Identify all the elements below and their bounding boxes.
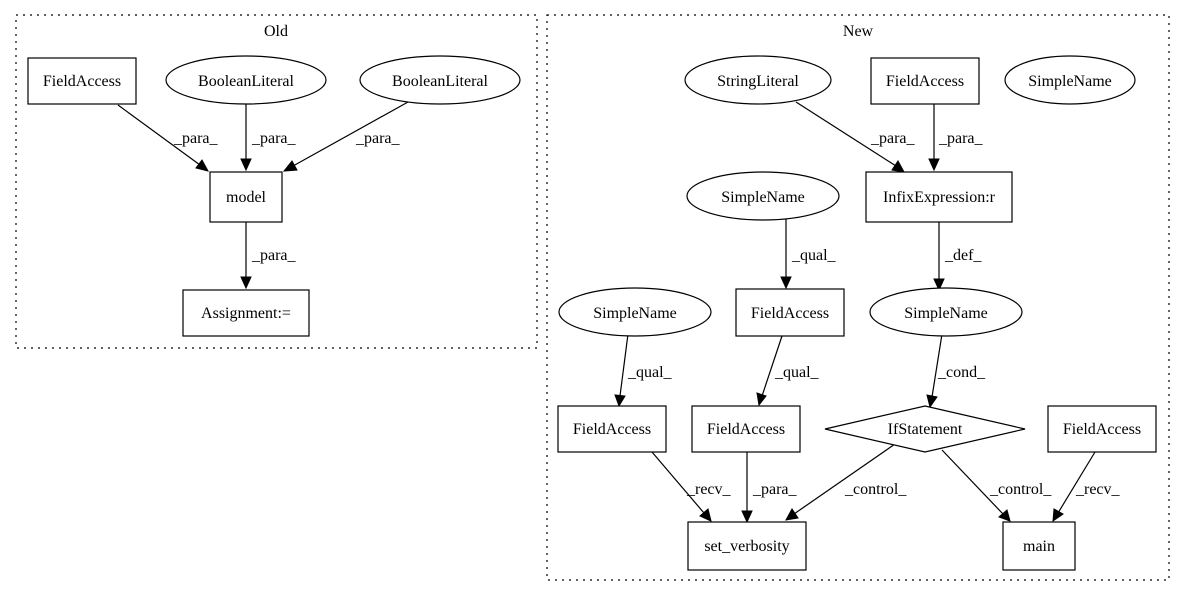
arrowhead — [785, 508, 799, 521]
arrowhead — [756, 392, 767, 407]
node-new-set-verbosity: set_verbosity — [687, 521, 807, 571]
edge-label: _para_ — [938, 130, 984, 147]
node-new-fieldaccess-center: FieldAccess — [691, 405, 801, 453]
node-label: Assignment:= — [201, 305, 291, 322]
node-label: StringLiteral — [717, 73, 799, 90]
arrowhead — [614, 394, 626, 408]
edge-new-simplename-left-to-fieldaccess-left: _qual_ — [614, 333, 673, 408]
node-old-fieldaccess: FieldAccess — [27, 57, 137, 105]
edge-label: _cond_ — [937, 364, 986, 381]
arrowhead — [780, 276, 792, 290]
edge-label: _def_ — [944, 247, 982, 264]
arrowhead — [240, 276, 252, 290]
arrowhead — [928, 158, 940, 172]
edge-label: _para_ — [870, 130, 916, 147]
arrowhead — [891, 160, 905, 173]
node-new-stringliteral: StringLiteral — [684, 55, 832, 105]
node-new-fieldaccess-mid: FieldAccess — [735, 288, 845, 337]
edge-new-stringliteral-to-infix: _para_ — [795, 101, 916, 173]
cluster-old-border — [15, 14, 538, 349]
edge-new-fieldaccess-to-infix: _para_ — [928, 104, 984, 172]
edge-new-ifstatement-to-main: _control_ — [941, 449, 1052, 522]
node-label: model — [226, 189, 267, 206]
edge-label: _para_ — [752, 481, 798, 498]
node-new-infixexpression: InfixExpression:r — [865, 171, 1013, 223]
edge-new-fieldaccess-right-to-main: _recv_ — [1052, 451, 1121, 523]
node-label: set_verbosity — [704, 538, 789, 555]
node-new-simplename-left: SimpleName — [558, 287, 712, 337]
edge-label: _recv_ — [1075, 481, 1121, 498]
node-new-fieldaccess-right: FieldAccess — [1047, 405, 1157, 453]
node-label: SimpleName — [721, 189, 805, 206]
arrowhead — [998, 509, 1011, 522]
edge-new-ifstatement-to-setverbosity: _control_ — [785, 443, 907, 521]
node-old-assignment: Assignment:= — [182, 289, 310, 337]
node-label: SimpleName — [1028, 73, 1112, 90]
cluster-new-label: New — [843, 23, 874, 40]
node-new-simplename-mid: SimpleName — [686, 171, 840, 221]
edge-label: _para_ — [251, 247, 297, 264]
node-new-main: main — [1002, 521, 1076, 571]
node-label: SimpleName — [593, 305, 677, 322]
node-new-ifstatement: IfStatement — [824, 405, 1026, 453]
cluster-old-label: Old — [264, 23, 288, 40]
node-old-booleanliteral-1: BooleanLiteral — [165, 55, 327, 105]
edge-old-booleanliteral-2-to-model: _para_ — [282, 101, 409, 172]
node-old-model: model — [209, 171, 283, 223]
arrowhead — [1052, 508, 1064, 523]
node-label: FieldAccess — [1063, 421, 1141, 438]
cluster-new: New — [546, 14, 1170, 581]
edge-new-infix-to-simplename: _def_ — [933, 222, 982, 292]
node-new-simplename-top: SimpleName — [1004, 55, 1136, 105]
edge-label: _control_ — [844, 481, 907, 498]
edge-old-fieldaccess-to-model: _para_ — [117, 104, 219, 172]
node-label: FieldAccess — [751, 305, 829, 322]
edge-label: _qual_ — [774, 364, 820, 381]
node-label: IfStatement — [888, 421, 963, 438]
node-label: main — [1023, 538, 1055, 555]
arrowhead — [926, 394, 938, 409]
node-label: FieldAccess — [886, 73, 964, 90]
arrowhead — [240, 158, 252, 172]
arrowhead — [282, 160, 298, 172]
edge-new-simplename-to-ifstatement: _cond_ — [926, 333, 986, 409]
edge-label: _para_ — [355, 130, 401, 147]
node-label: FieldAccess — [43, 73, 121, 90]
node-label: BooleanLiteral — [198, 73, 295, 90]
cluster-new-border — [546, 14, 1170, 581]
arrowhead — [741, 510, 753, 524]
arrowhead — [699, 508, 712, 522]
cluster-old: Old — [15, 14, 538, 349]
arrowhead — [195, 159, 209, 172]
node-new-simplename-cond: SimpleName — [869, 287, 1023, 337]
edge-label: _qual_ — [791, 247, 837, 264]
node-label: SimpleName — [904, 305, 988, 322]
edge-label: _para_ — [251, 130, 297, 147]
node-label: InfixExpression:r — [883, 189, 996, 206]
edge-new-fieldaccess-mid-to-center: _qual_ — [756, 335, 820, 407]
edge-label: _qual_ — [627, 364, 673, 381]
edge-new-fieldaccess-left-to-setverbosity: _recv_ — [651, 451, 732, 522]
arrowhead — [933, 278, 945, 292]
node-label: BooleanLiteral — [392, 73, 489, 90]
node-old-booleanliteral-2: BooleanLiteral — [359, 55, 521, 105]
edge-label: _para_ — [173, 130, 219, 147]
edge-old-booleanliteral-1-to-model: _para_ — [240, 104, 297, 172]
edge-new-fieldaccess-center-to-setverbosity: _para_ — [741, 452, 798, 524]
edge-label: _recv_ — [686, 481, 732, 498]
edge-label: _control_ — [989, 481, 1052, 498]
node-label: FieldAccess — [573, 421, 651, 438]
edge-new-simplename-to-fieldaccess-mid: _qual_ — [780, 218, 837, 290]
node-new-fieldaccess-left: FieldAccess — [557, 405, 667, 453]
node-new-fieldaccess-top: FieldAccess — [870, 57, 980, 105]
node-label: FieldAccess — [707, 421, 785, 438]
edge-old-model-to-assignment: _para_ — [240, 222, 297, 290]
